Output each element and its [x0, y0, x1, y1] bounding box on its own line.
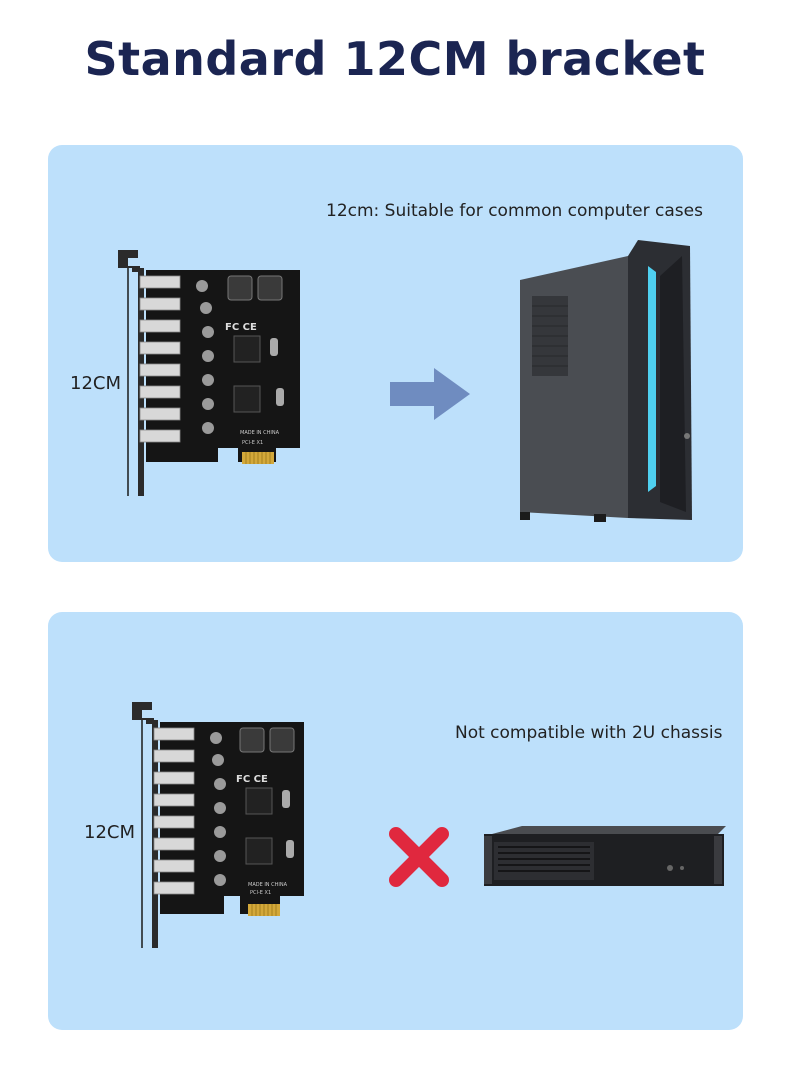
card-made-in-text-bottom: MADE IN CHINA [248, 882, 288, 888]
card-made-in-text: MADE IN CHINA [240, 430, 280, 436]
usb-expansion-card-image: FC CE MADE IN CHINA PCI-E X1 [118, 250, 300, 496]
card-cert-text-bottom: FC CE [236, 774, 268, 785]
dimension-label-bottom: 12CM [84, 822, 136, 843]
compatible-caption: 12cm: Suitable for common computer cases [326, 201, 703, 221]
card-pcie-text: PCI-E X1 [242, 440, 263, 446]
card-cert-text: FC CE [225, 322, 257, 333]
2u-rack-chassis-image [484, 826, 726, 886]
arrow-icon [390, 368, 470, 420]
card-pcie-text-bottom: PCI-E X1 [250, 890, 271, 896]
usb-expansion-card-image-bottom: FC CE MADE IN CHINA PCI-E X1 [132, 702, 304, 948]
cross-icon [389, 827, 449, 887]
dimension-label: 12CM [70, 373, 122, 394]
incompatible-caption: Not compatible with 2U chassis [455, 723, 723, 743]
tower-pc-case-image [520, 240, 692, 522]
page-title: Standard 12CM bracket [84, 32, 706, 86]
